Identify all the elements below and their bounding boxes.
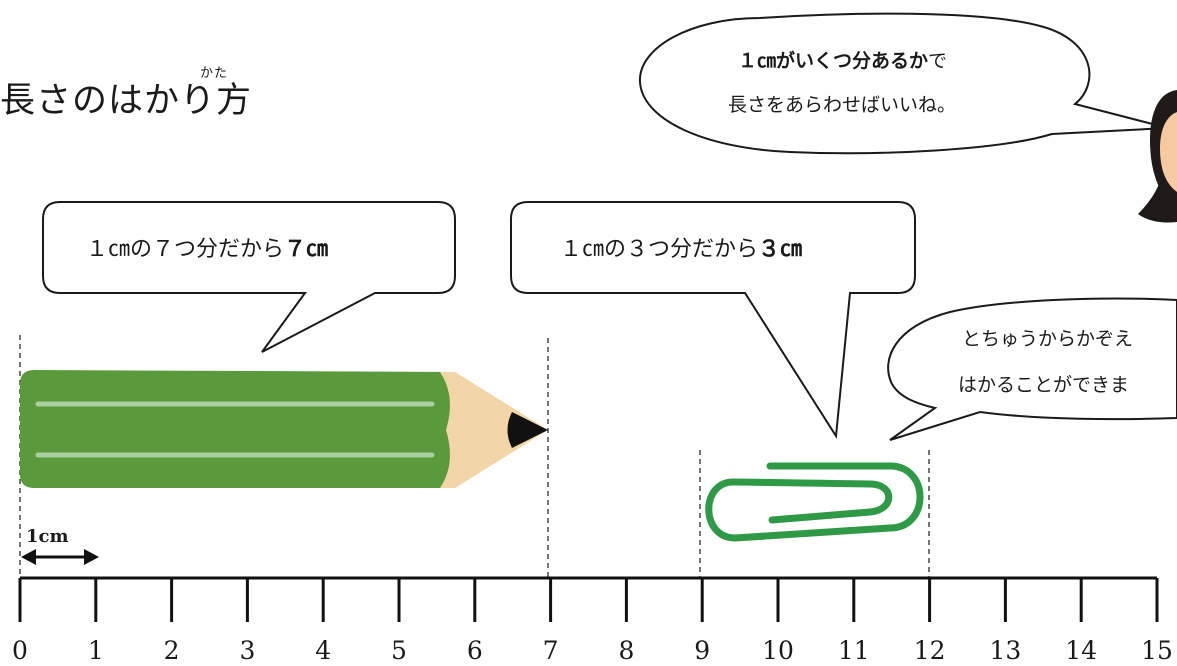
double-arrow-icon [21, 549, 99, 565]
cloud-bubble-top [638, 12, 1169, 155]
ruler-tick-label: 4 [315, 636, 332, 665]
speech-box-clip [510, 201, 916, 439]
pencil-box-text: １㎝の７つ分だから７㎝ [86, 238, 328, 261]
ruler-tick-label: 10 [762, 636, 794, 665]
clip-box-text: １㎝の３つ分だから３㎝ [560, 238, 802, 261]
cloud-right-line2: はかることができま [958, 374, 1130, 396]
ruler-tick-label: 2 [163, 636, 180, 665]
page-title: 長さのはかり方 [0, 81, 253, 121]
speech-box-pencil [42, 201, 456, 353]
ruler-tick-label: 11 [837, 636, 870, 665]
pencil-box-sentence: １㎝の７つ分だから [86, 237, 285, 262]
ruler-tick-label: 14 [1065, 636, 1098, 665]
title-ruby: かた [200, 66, 229, 81]
ruler-tick-label: 15 [1141, 636, 1173, 665]
unit-label: 1cm [26, 526, 69, 547]
cloud-bubble-right [887, 297, 1177, 441]
ruler-tick-label: 5 [391, 636, 407, 665]
pencil-box-answer: ７㎝ [284, 236, 329, 262]
cloud-top-rest: で [928, 50, 948, 72]
guide-lines [19, 335, 930, 578]
person-icon [1138, 90, 1177, 223]
ruler-tick-label: 9 [694, 636, 711, 665]
cloud-top-line2: 長さをあらわせばいいね。 [728, 94, 957, 116]
ruler-tick-label: 8 [618, 636, 635, 665]
ruler-tick-label: 7 [542, 636, 559, 665]
cloud-right-line1: とちゅうからかぞえ [962, 328, 1134, 350]
ruler-tick-label: 6 [466, 636, 483, 665]
cloud-top-bold: １㎝がいくつ分あるか [738, 50, 929, 72]
clip-box-answer: ３㎝ [758, 236, 803, 262]
ruler-tick-label: 0 [12, 636, 28, 665]
ruler [18, 576, 1159, 622]
ruler-tick-label: 12 [913, 636, 946, 665]
ruler-tick-label: 3 [239, 636, 256, 665]
cloud-top-line1: １㎝がいくつ分あるかで [738, 52, 947, 71]
ruler-tick-label: 13 [989, 636, 1022, 665]
clip-box-sentence: １㎝の３つ分だから [560, 237, 759, 262]
ruler-tick-label: 1 [87, 636, 104, 665]
paperclip-icon [705, 462, 924, 542]
pencil-icon [20, 370, 548, 488]
